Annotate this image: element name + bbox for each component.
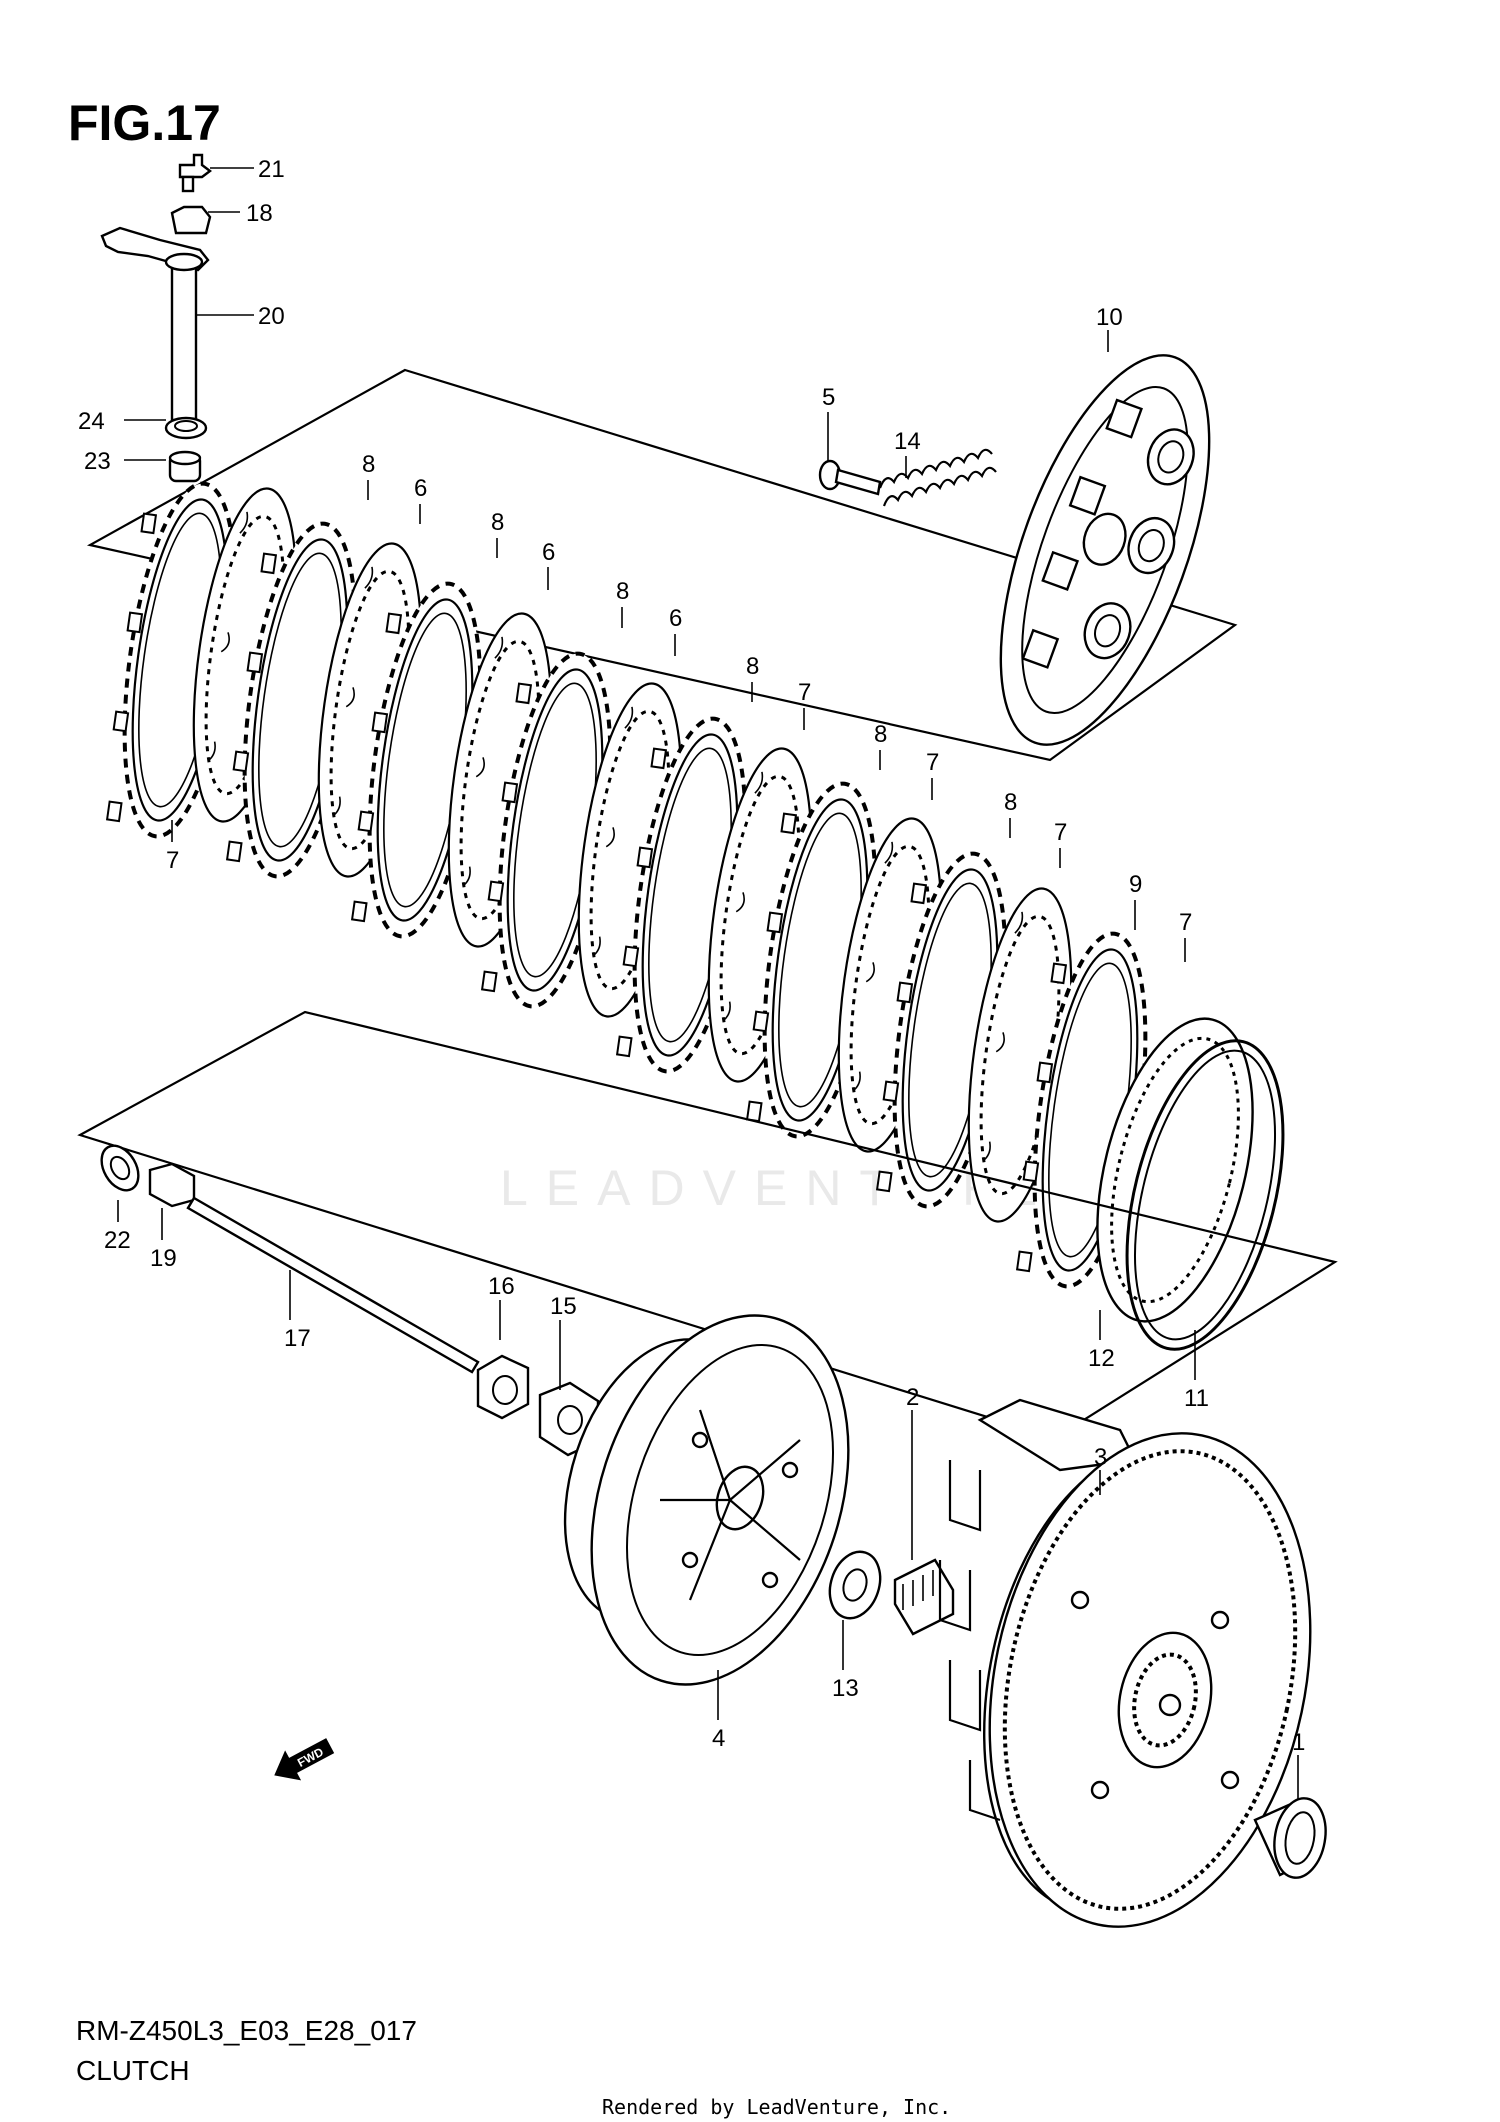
- sleeve-hub-4: [563, 1314, 850, 1686]
- callout-23: 23: [84, 448, 111, 475]
- release-shaft-assembly: [100, 153, 212, 483]
- spring-14-shape: [878, 448, 993, 489]
- callout-6-1: 6: [414, 475, 427, 502]
- figure-title: FIG.17: [68, 95, 221, 151]
- callout-1: 1: [1292, 1729, 1305, 1756]
- callout-15: 15: [550, 1293, 577, 1320]
- washer-and-bearing: [828, 1550, 955, 1636]
- callout-10: 10: [1096, 304, 1123, 331]
- callout-9: 9: [1129, 871, 1142, 898]
- callout-7-2: 7: [926, 749, 939, 776]
- callout-8-2: 8: [491, 509, 504, 536]
- callout-2: 2: [906, 1384, 919, 1411]
- callout-16: 16: [488, 1273, 515, 1300]
- callout-8-4: 8: [746, 653, 759, 680]
- callout-6-2: 6: [542, 539, 555, 566]
- drawing-code: RM-Z450L3_E03_E28_017: [76, 2015, 417, 2046]
- bolt-21-shape: [178, 153, 212, 179]
- plate-18-shape: [170, 205, 212, 235]
- callout-21: 21: [258, 156, 285, 183]
- callout-5: 5: [822, 384, 835, 411]
- leader-lines: [117, 167, 1299, 1800]
- callout-8-5: 8: [874, 721, 887, 748]
- callout-13: 13: [832, 1675, 859, 1702]
- bolt-and-spring: [818, 448, 997, 507]
- shaft-20-shape: [170, 260, 198, 422]
- callout-8-1: 8: [362, 451, 375, 478]
- clutch-housing-3: [938, 1398, 1312, 1928]
- callout-22: 22: [104, 1227, 131, 1254]
- callout-labels: 21 18 20 24 23 10 5 14 8 6 8 6 8 6 8 7 8…: [78, 156, 1305, 1756]
- push-piece-19-shape: [148, 1162, 196, 1208]
- callout-18: 18: [246, 200, 273, 227]
- bushing-1: [1253, 1797, 1327, 1879]
- callout-11: 11: [1184, 1385, 1209, 1412]
- callout-6-3: 6: [669, 605, 682, 632]
- push-rod-assembly: [100, 1144, 480, 1374]
- push-rod-17-shape: [186, 1196, 480, 1374]
- callout-8-3: 8: [616, 578, 629, 605]
- spring-seat-and-ring: [1096, 1017, 1285, 1351]
- forward-arrow-icon: FWD: [274, 1738, 335, 1781]
- callout-19: 19: [150, 1245, 177, 1272]
- callout-7-1: 7: [798, 679, 811, 706]
- callout-12: 12: [1088, 1345, 1115, 1372]
- needle-bearing-2-shape: [893, 1558, 955, 1636]
- callout-4: 4: [712, 1725, 725, 1752]
- rendered-by-credit: Rendered by LeadVenture, Inc.: [602, 2095, 951, 2119]
- callout-24: 24: [78, 408, 105, 435]
- callout-8-6: 8: [1004, 789, 1017, 816]
- callout-7-3: 7: [1054, 819, 1067, 846]
- callout-14: 14: [894, 428, 921, 455]
- callout-3: 3: [1094, 1444, 1107, 1471]
- drawing-name: CLUTCH: [76, 2055, 190, 2086]
- pressure-plate-10: [999, 354, 1211, 746]
- ring-11-shape: [1125, 1039, 1285, 1351]
- callout-7-4: 7: [1179, 909, 1192, 936]
- callout-17: 17: [284, 1325, 311, 1352]
- callout-7-5: 7: [166, 847, 179, 874]
- callout-20: 20: [258, 303, 285, 330]
